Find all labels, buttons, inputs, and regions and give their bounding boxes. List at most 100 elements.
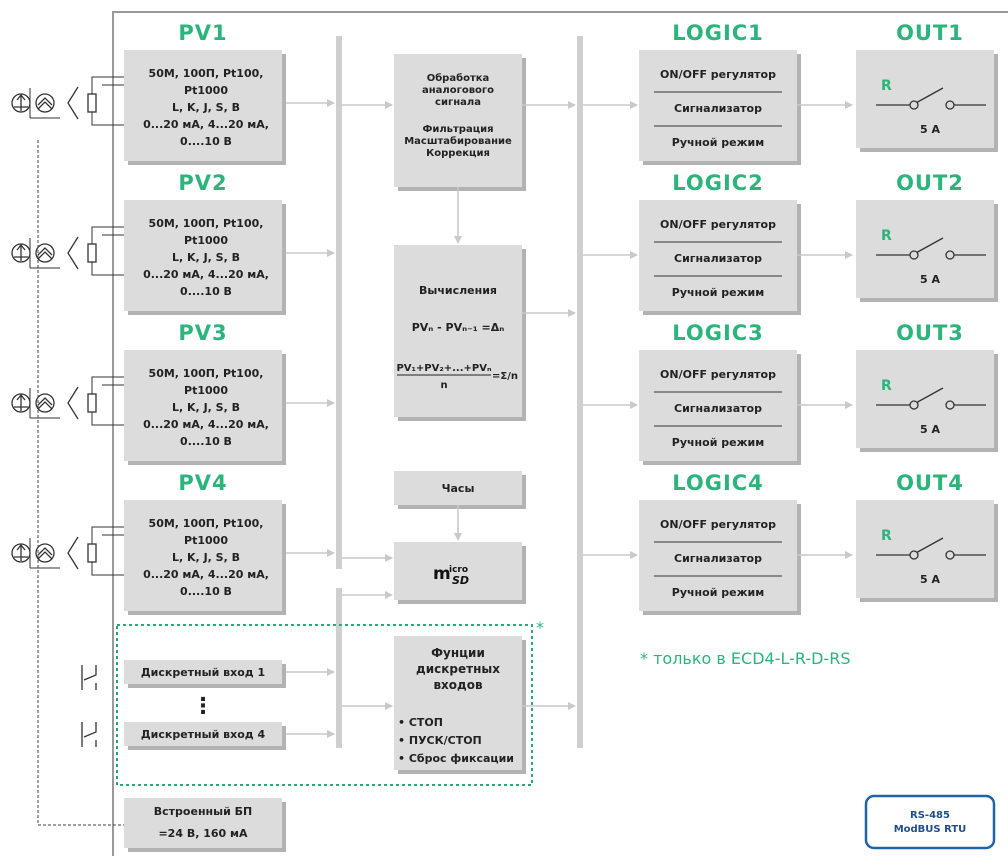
- logic-title: LOGIC2: [672, 171, 764, 195]
- relay-contact-icon: [876, 387, 986, 410]
- out-title: OUT4: [896, 471, 964, 495]
- pv-spec-line: 50М, 100П, Pt100,: [149, 217, 264, 230]
- sensor-icon: [11, 526, 124, 576]
- pv-spec-line: 0...20 мА, 4...20 мА,: [143, 118, 269, 131]
- relay-label: R: [881, 528, 892, 544]
- out-title: OUT1: [896, 21, 964, 45]
- pv-spec-line: 0....10 В: [180, 135, 232, 148]
- svg-text:SD: SD: [452, 574, 469, 587]
- discrete-function-item: • Сброс фиксации: [398, 752, 514, 765]
- rs485-line: RS-485: [910, 810, 950, 821]
- relay-contact-icon: [876, 537, 986, 560]
- ellipsis-dots: ⋮: [192, 694, 214, 719]
- logic-item: Ручной режим: [672, 586, 764, 599]
- pv-spec-line: 50М, 100П, Pt100,: [149, 67, 264, 80]
- pv-spec-line: 50М, 100П, Pt100,: [149, 367, 264, 380]
- out-rating: 5 A: [920, 123, 940, 136]
- pv-spec-line: Pt1000: [184, 534, 228, 547]
- pv-blocks: PV1 50М, 100П, Pt100, Pt1000 L, K, J, S, B 0…: [11, 21, 335, 615]
- discrete-input-1: Дискретный вход 1: [141, 666, 265, 679]
- formula-difference: PVₙ - PVₙ₋₁ =Δₙ: [412, 321, 505, 334]
- processing-line: сигнала: [435, 97, 481, 108]
- logic-item: Сигнализатор: [674, 552, 762, 565]
- processing-line: Обработка: [427, 72, 490, 84]
- discrete-functions-block: Фунции дискретных входов • СТОП • ПУСК/С…: [394, 636, 526, 774]
- microsd-block: m icro SD: [394, 542, 526, 604]
- logic-item: Сигнализатор: [674, 252, 762, 265]
- bus-left-lower: [336, 588, 342, 748]
- formula-sum-numerator: PV₁+PV₂+...+PVₙ: [396, 363, 491, 374]
- logic-item: Сигнализатор: [674, 102, 762, 115]
- calculations-title: Вычисления: [419, 284, 497, 297]
- pv-title: PV2: [178, 171, 227, 195]
- sensor-icon: [11, 376, 124, 426]
- pv-spec-line: L, K, J, S, B: [172, 551, 240, 564]
- switch-icon: [81, 722, 97, 747]
- rs485-line: ModBUS RTU: [894, 824, 967, 835]
- power-supply-line: =24 В, 160 мА: [158, 827, 248, 840]
- rs485-badge: RS-485 ModBUS RTU: [864, 794, 996, 850]
- power-supply-block: Встроенный БП =24 В, 160 мА: [124, 798, 286, 852]
- svg-text:icro: icro: [449, 565, 468, 575]
- sensor-icon: [11, 226, 124, 276]
- pv-spec-line: 0....10 В: [180, 435, 232, 448]
- logic-item: ON/OFF регулятор: [660, 68, 776, 81]
- relay-contact-icon: [876, 87, 986, 110]
- logic-item: ON/OFF регулятор: [660, 518, 776, 531]
- pv-spec-line: L, K, J, S, B: [172, 101, 240, 114]
- clock-label: Часы: [442, 482, 475, 495]
- logic-title: LOGIC4: [672, 471, 764, 495]
- pv-spec-line: 50М, 100П, Pt100,: [149, 517, 264, 530]
- discrete-function-item: • ПУСК/СТОП: [398, 734, 482, 747]
- discrete-inputs: Дискретный вход 1 ⋮ Дискретный вход 4: [81, 660, 286, 750]
- processing-line: Коррекция: [426, 148, 490, 159]
- discrete-function-item: • СТОП: [398, 716, 443, 729]
- bus-right: [577, 36, 583, 748]
- processing-line: аналогового: [422, 85, 494, 96]
- logic-title: LOGIC3: [672, 321, 764, 345]
- processing-block: Обработка аналогового сигнала Фильтрация…: [394, 54, 526, 191]
- pv-spec-line: Pt1000: [184, 384, 228, 397]
- sensor-icon: [11, 76, 124, 126]
- logic-item: ON/OFF регулятор: [660, 368, 776, 381]
- formula-sum-result: =Σ/n: [492, 371, 518, 382]
- formula-sum-denominator: n: [440, 380, 447, 391]
- pv-title: PV3: [178, 321, 227, 345]
- discrete-functions-title: дискретных: [416, 662, 500, 676]
- switch-icon: [81, 665, 97, 690]
- pv-title: PV1: [178, 21, 227, 45]
- relay-label: R: [881, 378, 892, 394]
- relay-label: R: [881, 228, 892, 244]
- connectors: [286, 101, 576, 738]
- logic-item: Ручной режим: [672, 136, 764, 149]
- footnote: * только в ECD4-L-R-D-RS: [640, 649, 850, 668]
- svg-text:m: m: [433, 564, 451, 584]
- processing-line: Масштабирование: [404, 135, 512, 147]
- discrete-functions-title: Фунции: [431, 646, 485, 660]
- power-supply-line: Встроенный БП: [154, 805, 252, 818]
- calculations-block: Вычисления PVₙ - PVₙ₋₁ =Δₙ PV₁+PV₂+...+P…: [394, 245, 526, 421]
- out-title: OUT2: [896, 171, 964, 195]
- pv-spec-line: 0...20 мА, 4...20 мА,: [143, 268, 269, 281]
- logic-title: LOGIC1: [672, 21, 764, 45]
- relay-contact-icon: [876, 237, 986, 260]
- pv-spec-line: 0...20 мА, 4...20 мА,: [143, 418, 269, 431]
- microsd-icon: m icro SD: [433, 564, 469, 587]
- out-rating: 5 A: [920, 423, 940, 436]
- pv-spec-line: 0...20 мА, 4...20 мА,: [143, 568, 269, 581]
- pv-spec-line: 0....10 В: [180, 585, 232, 598]
- logic-item: Ручной режим: [672, 436, 764, 449]
